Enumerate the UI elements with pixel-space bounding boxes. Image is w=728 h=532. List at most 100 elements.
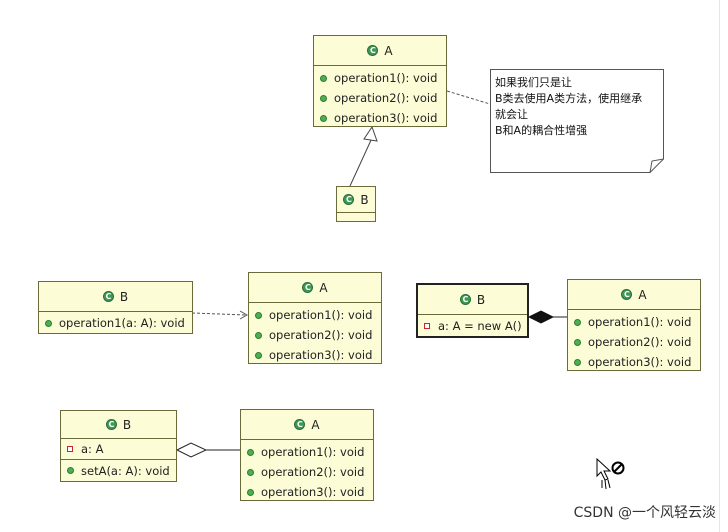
class-icon: C: [102, 291, 114, 302]
method-label: operation1(): void: [334, 71, 438, 85]
class-header: C B: [418, 285, 527, 315]
class-icon: C: [302, 282, 314, 293]
methods-section: setA(a: A): void: [61, 460, 176, 481]
method-label: operation1(): void: [269, 308, 373, 322]
class-icon: C: [459, 294, 471, 305]
inheritance-arrowhead: [363, 125, 378, 142]
public-method-icon: [255, 311, 262, 319]
empty-section: [337, 213, 375, 217]
methods-section: operation1(): void operation2(): void op…: [314, 66, 446, 128]
method-row[interactable]: operation1(): void: [241, 442, 373, 462]
class-b-composition[interactable]: C B a: A = new A(): [416, 283, 529, 338]
method-row[interactable]: operation3(): void: [241, 482, 373, 502]
class-b-inherit[interactable]: C B: [336, 186, 376, 222]
class-name: A: [384, 43, 393, 58]
class-a-inherit[interactable]: C A operation1(): void operation2(): voi…: [313, 35, 447, 127]
class-b-dependency[interactable]: C B operation1(a: A): void: [38, 281, 193, 334]
public-method-icon: [45, 319, 52, 327]
attribute-label: a: A: [81, 442, 104, 456]
method-row[interactable]: operation2(): void: [568, 332, 700, 352]
method-label: operation3(): void: [334, 111, 438, 125]
attributes-section: a: A: [61, 439, 176, 460]
method-row[interactable]: operation1(a: A): void: [39, 313, 192, 333]
attribute-label: a: A = new A(): [438, 319, 522, 333]
method-label: operation1(a: A): void: [59, 316, 185, 330]
method-row[interactable]: operation1(): void: [314, 68, 446, 88]
class-header: C A: [249, 273, 381, 303]
note-line: B类去使用A类方法，使用继承: [495, 92, 643, 105]
attribute-row[interactable]: a: A = new A(): [418, 316, 527, 336]
class-icon: C: [105, 419, 117, 430]
class-icon: C: [343, 194, 355, 205]
attribute-row[interactable]: a: A: [61, 439, 176, 459]
note-line: B和A的耦合性增强: [495, 124, 588, 137]
method-row[interactable]: operation3(): void: [314, 108, 446, 128]
method-label: operation2(): void: [261, 465, 365, 479]
inheritance-line: [349, 137, 373, 187]
methods-section: operation1(a: A): void: [39, 312, 192, 333]
class-name: B: [122, 417, 132, 432]
method-label: operation3(): void: [588, 355, 692, 369]
public-method-icon: [320, 114, 327, 122]
method-label: operation1(): void: [588, 315, 692, 329]
class-a-dependency[interactable]: C A operation1(): void operation2(): voi…: [248, 272, 382, 364]
method-row[interactable]: setA(a: A): void: [61, 460, 176, 481]
class-name: B: [360, 192, 369, 207]
methods-section: operation1(): void operation2(): void op…: [568, 310, 700, 372]
method-label: operation2(): void: [269, 328, 373, 342]
dependency-arrowhead: [239, 310, 249, 320]
class-header: C A: [568, 280, 700, 310]
method-row[interactable]: operation3(): void: [249, 345, 381, 365]
class-header: C B: [337, 187, 375, 213]
private-field-icon: [67, 446, 73, 452]
public-method-icon: [247, 488, 254, 496]
forbidden-cursor-icon: [596, 458, 625, 490]
note-line: 如果我们只是让: [495, 76, 572, 89]
class-name: B: [119, 289, 129, 304]
method-label: operation3(): void: [269, 348, 373, 362]
class-name: B: [476, 292, 486, 307]
class-header: C A: [314, 36, 446, 66]
public-method-icon: [574, 338, 581, 346]
class-a-composition[interactable]: C A operation1(): void operation2(): voi…: [567, 279, 701, 371]
method-row[interactable]: operation1(): void: [568, 312, 700, 332]
method-row[interactable]: operation1(): void: [249, 305, 381, 325]
class-name: A: [638, 287, 647, 302]
method-row[interactable]: operation3(): void: [568, 352, 700, 372]
private-field-icon: [424, 323, 430, 329]
public-method-icon: [255, 331, 262, 339]
method-row[interactable]: operation2(): void: [314, 88, 446, 108]
aggregation-diamond: [175, 442, 208, 458]
note-text: 如果我们只是让 B类去使用A类方法，使用继承 就会让 B和A的耦合性增强: [495, 75, 663, 139]
method-label: operation1(): void: [261, 445, 365, 459]
class-header: C B: [61, 411, 176, 439]
method-label: operation2(): void: [334, 91, 438, 105]
public-method-icon: [67, 467, 74, 474]
public-method-icon: [320, 94, 327, 102]
class-name: A: [311, 417, 320, 432]
class-name: A: [319, 280, 328, 295]
class-header: C B: [39, 282, 192, 312]
class-icon: C: [367, 45, 379, 56]
method-label: operation3(): void: [261, 485, 365, 499]
public-method-icon: [574, 318, 581, 326]
watermark: CSDN @一个风轻云淡: [573, 505, 716, 521]
note-shape: [490, 69, 664, 173]
attributes-section: a: A = new A(): [418, 315, 527, 336]
class-icon: C: [294, 419, 306, 430]
page-edge-line: [719, 0, 720, 532]
dependency-line: [191, 312, 247, 316]
methods-section: operation1(): void operation2(): void op…: [249, 303, 381, 365]
method-row[interactable]: operation2(): void: [241, 462, 373, 482]
class-a-aggregation[interactable]: C A operation1(): void operation2(): voi…: [240, 409, 374, 501]
method-label: setA(a: A): void: [81, 463, 170, 478]
class-b-aggregation[interactable]: C B a: A setA(a: A): void: [60, 410, 177, 482]
public-method-icon: [247, 468, 254, 476]
public-method-icon: [574, 358, 581, 366]
note-line: 就会让: [495, 108, 528, 121]
method-row[interactable]: operation2(): void: [249, 325, 381, 345]
public-method-icon: [320, 74, 327, 82]
class-icon: C: [621, 289, 633, 300]
uml-note[interactable]: 如果我们只是让 B类去使用A类方法，使用继承 就会让 B和A的耦合性增强: [490, 69, 664, 173]
